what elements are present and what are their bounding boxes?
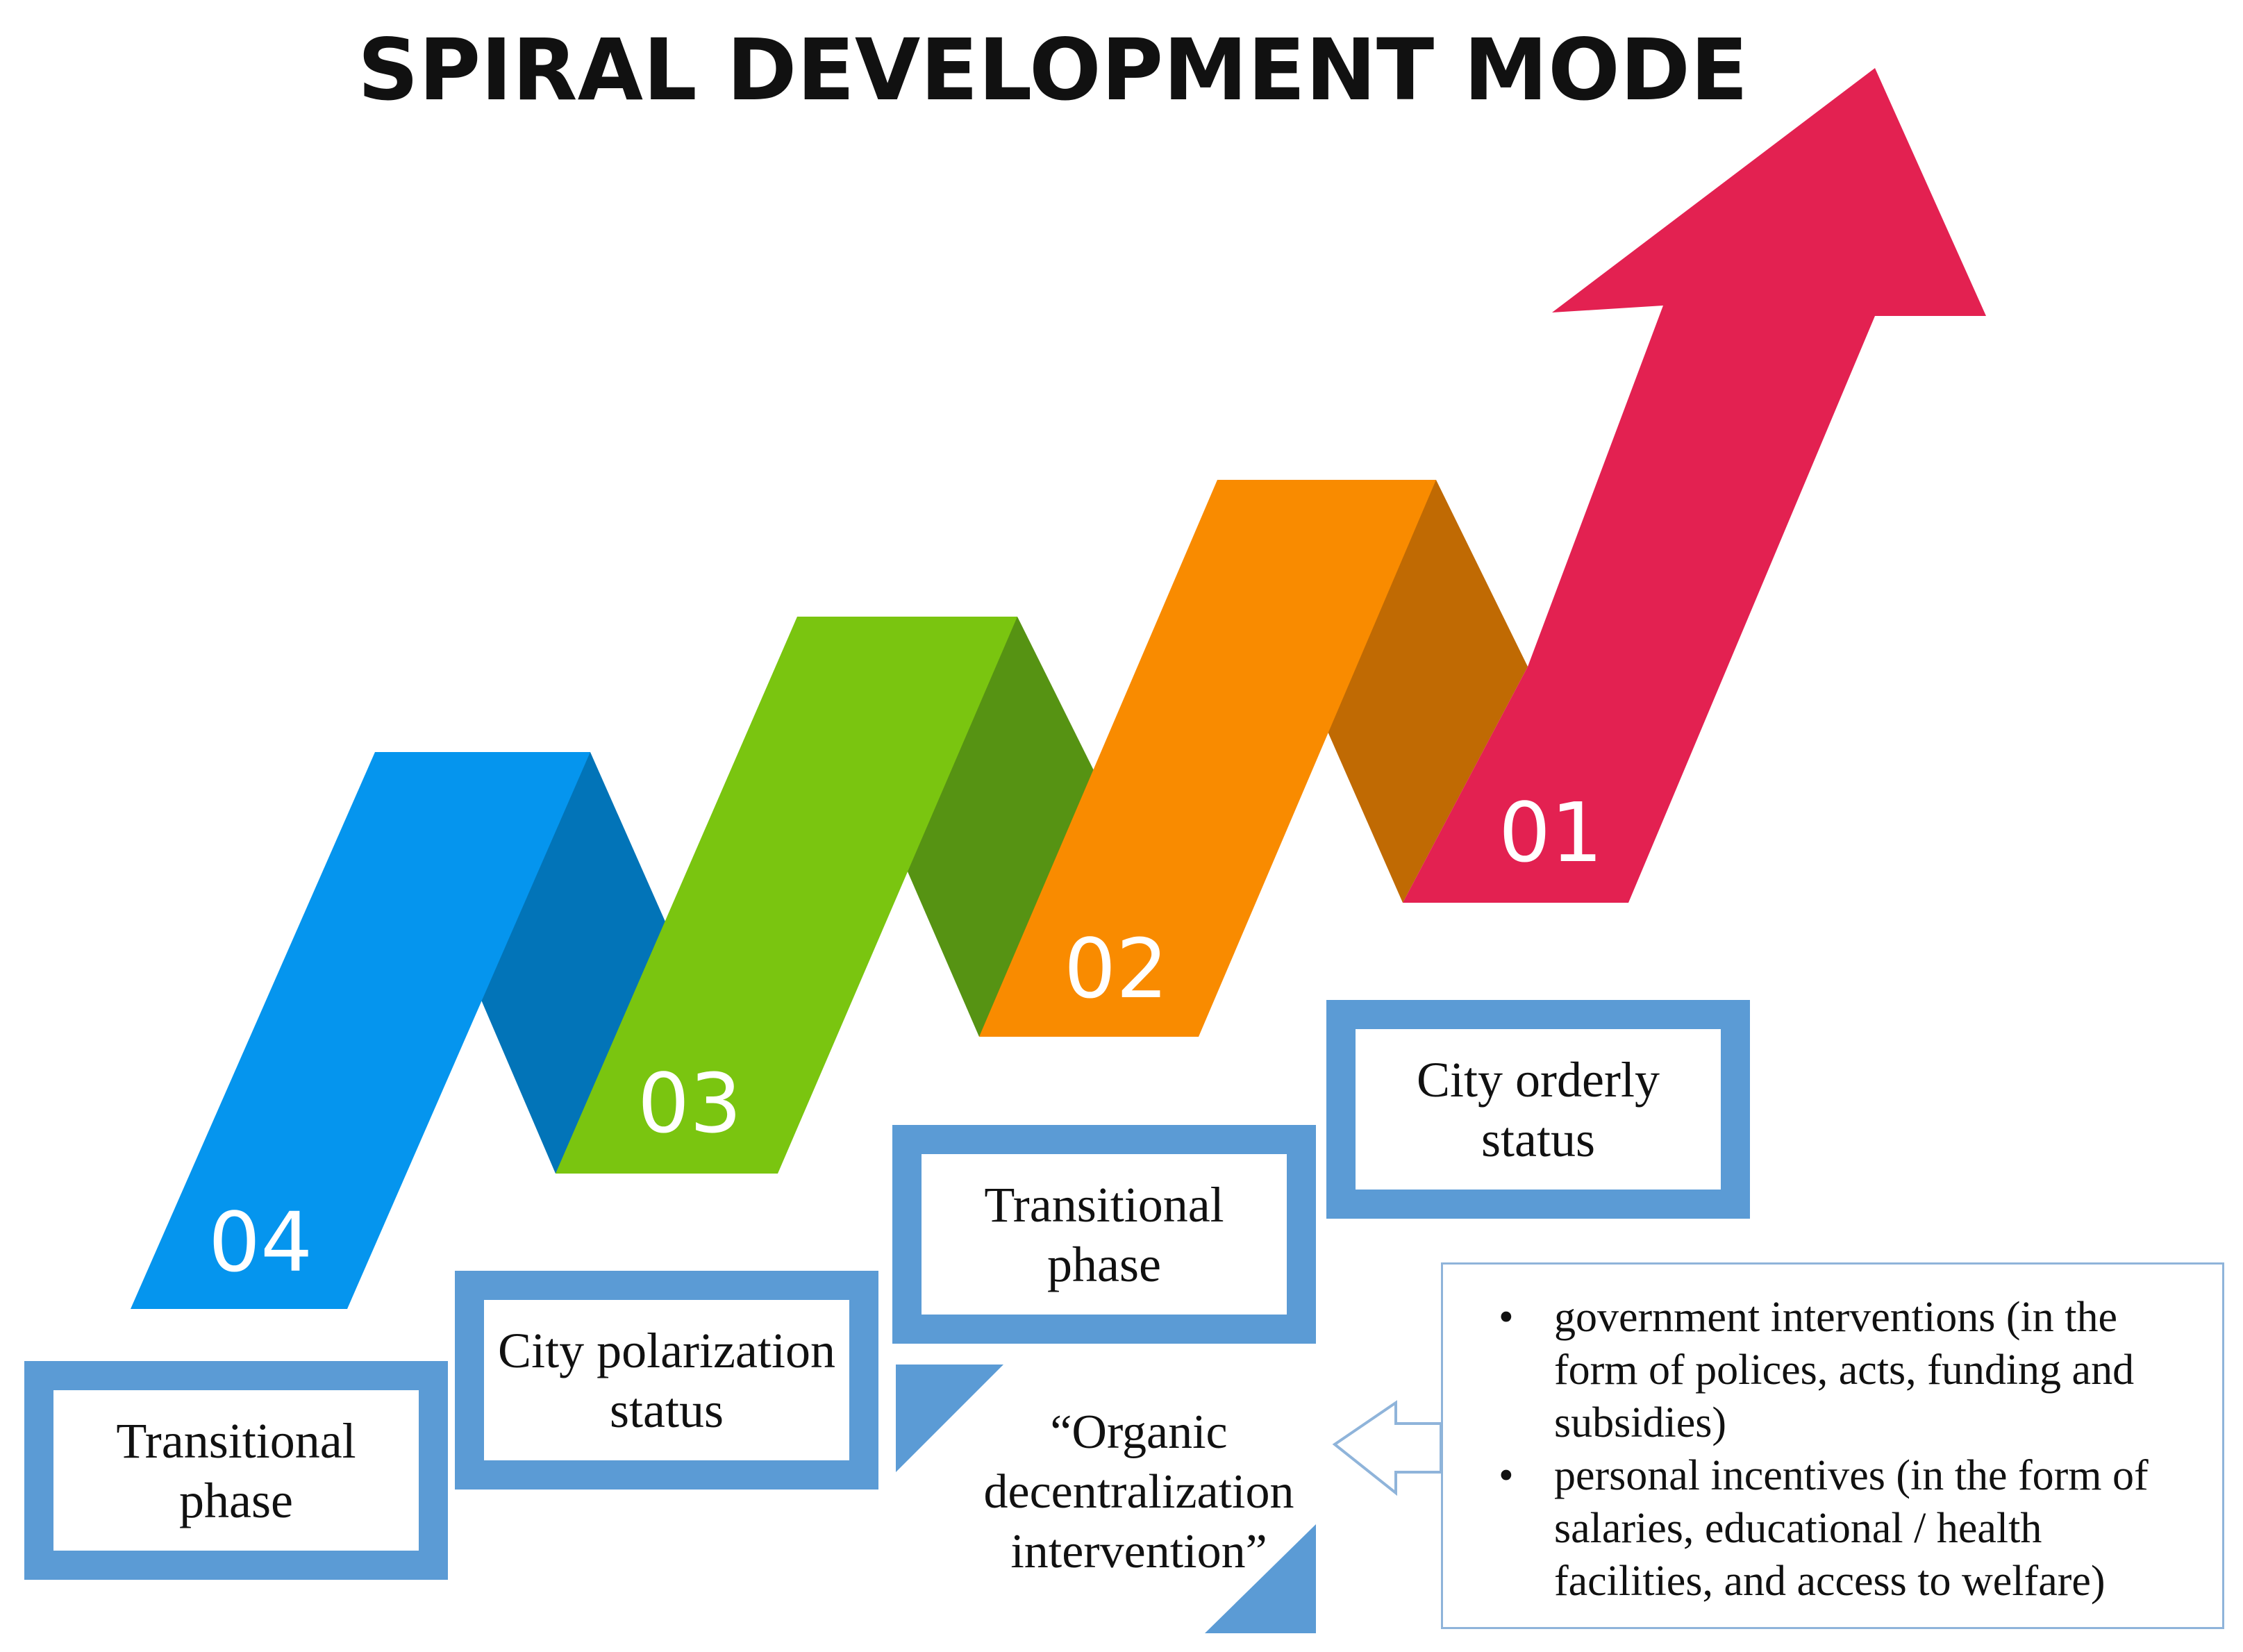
stage-box-city-polarization: City polarization status: [455, 1271, 878, 1490]
step-number-01: 01: [1499, 785, 1603, 881]
stage-label: Transitional phase: [116, 1412, 356, 1528]
step-number-04: 04: [208, 1194, 313, 1290]
stage-box-transitional-phase-left: Transitional phase: [24, 1361, 448, 1580]
notch-bottom-right: [1205, 1524, 1316, 1633]
diagram-title: SPIRAL DEVELOPMENT MODE: [358, 21, 1749, 119]
step-number-03: 03: [637, 1056, 742, 1151]
notch-top-left: [896, 1365, 1003, 1472]
stage-label: Transitional phase: [984, 1176, 1224, 1292]
step-number-02: 02: [1064, 921, 1169, 1017]
stage-box-city-orderly: City orderly status: [1326, 1000, 1750, 1219]
factor-text: government interventions (in the form of…: [1554, 1294, 2135, 1446]
factor-item: • government interventions (in the form …: [1485, 1291, 2194, 1449]
segment-04-blue: [131, 752, 590, 1309]
arrow-01-red: [1403, 68, 1986, 903]
factor-text: personal incentives (in the form of sala…: [1554, 1452, 2149, 1605]
hollow-arrow-icon: [1332, 1400, 1442, 1496]
stage-label: City orderly status: [1417, 1051, 1660, 1167]
intervention-factors-box: • government interventions (in the form …: [1441, 1262, 2224, 1629]
factor-item: • personal incentives (in the form of sa…: [1485, 1449, 2194, 1608]
bullet-icon: •: [1499, 1452, 1514, 1499]
segment-02-orange: [979, 480, 1436, 1037]
stage-box-transitional-phase-right: Transitional phase: [892, 1125, 1316, 1344]
segment-03-green: [556, 617, 1017, 1174]
intervention-label: “Organic decentralization intervention”: [983, 1405, 1294, 1578]
stage-label: City polarization status: [498, 1322, 835, 1438]
bullet-icon: •: [1499, 1294, 1514, 1341]
